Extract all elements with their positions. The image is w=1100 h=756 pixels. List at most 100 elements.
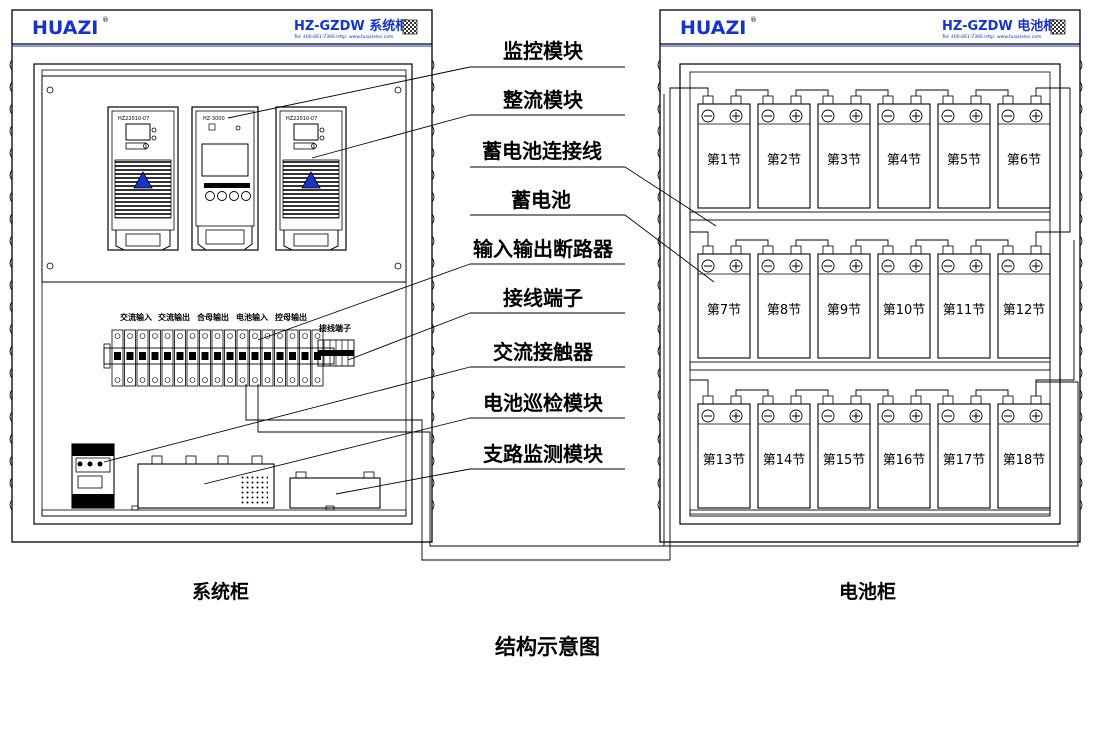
system-brand-mark: ® <box>102 16 109 24</box>
callout-monitoring-module: 监控模块 <box>503 39 584 63</box>
battery-cell: 第4节 <box>877 89 949 209</box>
battery-cell-label: 第17节 <box>943 453 986 468</box>
battery-cell-label: 第14节 <box>763 453 806 468</box>
minus-terminal-icon <box>761 409 775 423</box>
battery-cell-label: 第13节 <box>703 453 746 468</box>
battery-brand-logo: HUAZI <box>680 17 746 39</box>
breaker-label-control-bus: 控母输出 <box>275 312 307 322</box>
terminal-block <box>317 339 355 367</box>
breaker-pole <box>286 329 299 387</box>
svg-text:HZ22010-07: HZ22010-07 <box>118 116 149 122</box>
minus-terminal-icon <box>1001 409 1015 423</box>
system-cabinet-model: HZ-GZDW 系统柜 <box>294 18 408 34</box>
minus-terminal-icon <box>881 109 895 123</box>
battery-cell-label: 第18节 <box>1003 453 1046 468</box>
plus-terminal-icon <box>969 409 983 423</box>
callout-battery-connection-wire: 蓄电池连接线 <box>482 139 602 163</box>
breaker-pole <box>224 329 236 387</box>
cell-connection-wire <box>915 389 949 396</box>
plus-terminal-icon <box>849 409 863 423</box>
battery-cell: 第10节 <box>877 239 949 359</box>
svg-text:HZ-3000: HZ-3000 <box>203 116 225 122</box>
battery-cell: 第7节 <box>697 239 769 359</box>
battery-cell-label: 第2节 <box>767 153 801 168</box>
warning-logo-icon <box>301 171 321 189</box>
minus-terminal-icon <box>701 409 715 423</box>
cell-connection-wire <box>975 89 1009 96</box>
plus-terminal-icon <box>849 259 863 273</box>
cell-connection-wire <box>795 389 829 396</box>
minus-terminal-icon <box>941 259 955 273</box>
callout-io-breaker: 输入输出断路器 <box>473 237 614 261</box>
breaker-pole <box>136 329 149 387</box>
plus-terminal-icon <box>729 409 743 423</box>
battery-cells: 第1节第2节第3节第4节第5节第6节第7节第8节第9节第10节第11节第12节第… <box>697 89 1051 509</box>
battery-cell: 第11节 <box>937 239 1009 359</box>
breaker-pole <box>111 329 124 387</box>
system-cabinet-title: 系统柜 <box>192 580 249 603</box>
callout-battery-patrol-module: 电池巡检模块 <box>483 391 604 415</box>
callout-rectifier-module: 整流模块 <box>502 88 584 112</box>
breaker-label-ac-output: 交流输出 <box>158 312 190 322</box>
battery-cell: 第3节 <box>817 89 889 209</box>
battery-cabinet-contact: Tel: 400-661-7366 Http: www.huazielec.co… <box>941 34 1041 40</box>
plus-terminal-icon <box>969 259 983 273</box>
qr-code-icon <box>1050 19 1066 35</box>
system-cabinet-frame <box>11 9 433 543</box>
cell-connection-wire <box>735 389 769 396</box>
callout-terminal-block: 接线端子 <box>503 286 583 310</box>
system-inner-panel <box>33 63 413 525</box>
monitoring-buttons <box>205 191 251 201</box>
system-cabinet-contact: Tel: 400-661-7366 Http: www.huazielec.co… <box>293 34 393 40</box>
battery-cell: 第1节 <box>697 89 769 209</box>
plus-terminal-icon <box>729 109 743 123</box>
qr-code-icon <box>402 19 418 35</box>
minus-terminal-icon <box>821 409 835 423</box>
branch-monitor-module <box>289 471 381 511</box>
battery-cell-label: 第11节 <box>943 303 986 318</box>
battery-cell: 第2节 <box>757 89 829 209</box>
system-brand-logo: HUAZI <box>32 17 98 39</box>
callout-battery: 蓄电池 <box>511 188 571 212</box>
minus-terminal-icon <box>941 109 955 123</box>
plus-terminal-icon <box>1029 259 1043 273</box>
battery-cell-label: 第3节 <box>827 153 861 168</box>
plus-terminal-icon <box>909 409 923 423</box>
ac-contactor <box>71 443 115 509</box>
minus-terminal-icon <box>761 109 775 123</box>
cell-connection-wire <box>855 239 889 246</box>
breaker-pole <box>124 329 136 387</box>
plus-terminal-icon <box>789 109 803 123</box>
breaker-pole <box>299 329 311 387</box>
rectifier-module-2: HZ22010-07 <box>275 106 347 251</box>
minus-terminal-icon <box>941 409 955 423</box>
battery-shelf-1 <box>689 211 1051 221</box>
minus-terminal-icon <box>1001 259 1015 273</box>
breaker-pole <box>199 329 211 387</box>
battery-brand-mark: ® <box>750 16 757 24</box>
cell-connection-wire <box>795 239 829 246</box>
breaker-pole <box>174 329 186 387</box>
plus-terminal-icon <box>1029 109 1043 123</box>
plus-terminal-icon <box>789 259 803 273</box>
battery-cell-label: 第15节 <box>823 453 866 468</box>
breaker-pole <box>211 329 224 387</box>
battery-cell: 第9节 <box>817 239 889 359</box>
cell-connection-wire <box>915 239 949 246</box>
battery-patrol-module <box>131 455 275 511</box>
module-mounting-plate <box>41 75 407 283</box>
battery-cell: 第12节 <box>997 245 1051 359</box>
battery-cell: 第15节 <box>817 389 889 509</box>
battery-cell: 第13节 <box>697 389 769 509</box>
rectifier-module-1: HZ22010-07 <box>107 106 179 251</box>
callout-branch-monitor-module: 支路监测模块 <box>483 442 604 466</box>
plus-terminal-icon <box>969 109 983 123</box>
warning-logo-icon <box>133 171 153 189</box>
battery-cell-label: 第10节 <box>883 303 926 318</box>
minus-terminal-icon <box>701 259 715 273</box>
cell-connection-wire <box>855 89 889 96</box>
cell-connection-wire <box>735 89 769 96</box>
battery-cell: 第14节 <box>757 389 829 509</box>
breaker-pole <box>149 329 161 387</box>
battery-cell-label: 第4节 <box>887 153 921 168</box>
